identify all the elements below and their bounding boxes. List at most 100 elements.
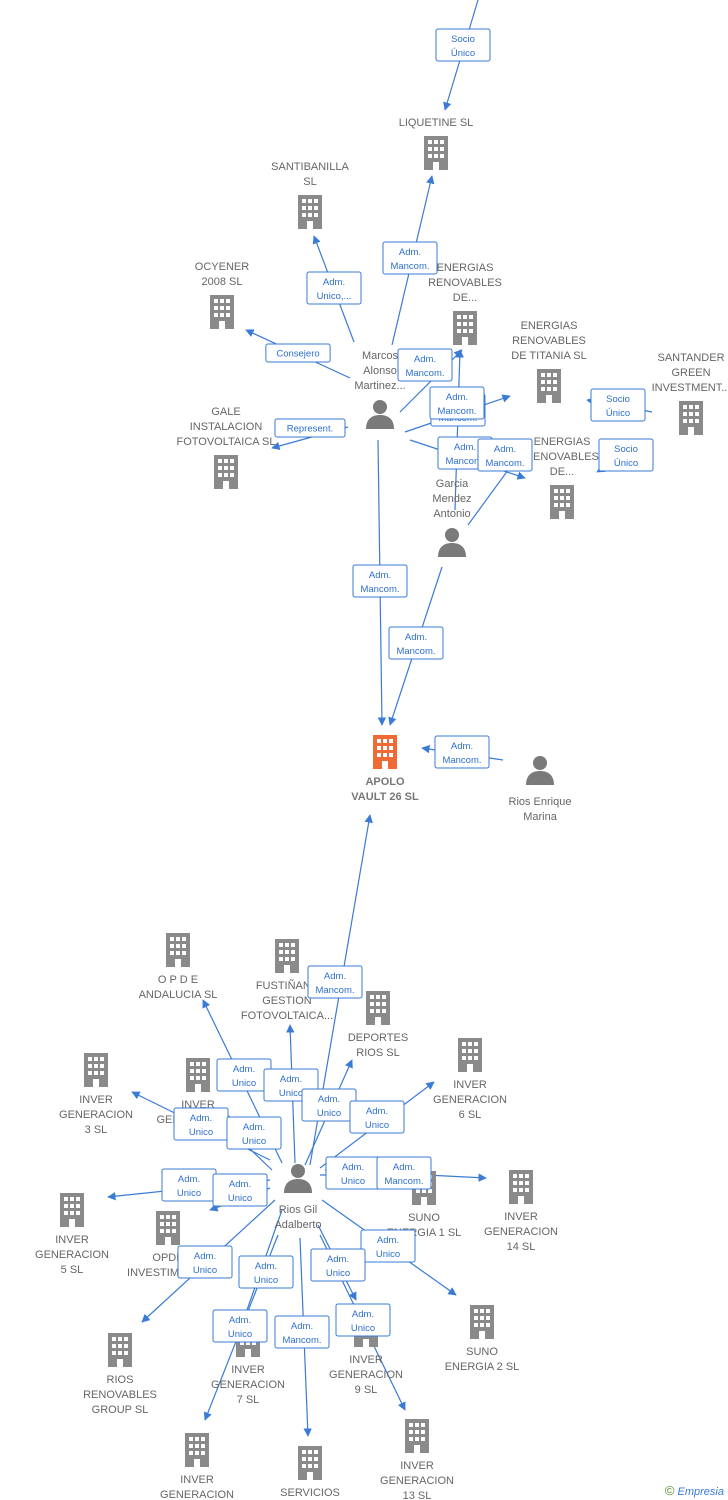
relation-text: Consejero bbox=[276, 349, 319, 360]
relation-text: Adm. bbox=[190, 1113, 212, 1124]
building-icon bbox=[470, 1305, 494, 1339]
relation-text: Adm. bbox=[318, 1094, 340, 1105]
relation-label[interactable]: Adm.Unico bbox=[310, 1248, 366, 1282]
relation-label[interactable]: Adm.Mancom. bbox=[388, 626, 444, 660]
node-label: SERVICIOS bbox=[280, 1487, 340, 1499]
relation-label[interactable]: Adm.Mancom. bbox=[429, 386, 485, 420]
relation-label[interactable]: Consejero bbox=[265, 343, 331, 363]
relation-label[interactable]: Represent. bbox=[274, 418, 346, 438]
relation-label[interactable]: Adm.Mancom. bbox=[307, 965, 363, 999]
building-icon bbox=[275, 939, 299, 973]
relation-label[interactable]: Adm.Unico bbox=[216, 1058, 272, 1092]
relation-box bbox=[349, 1100, 405, 1134]
relation-box bbox=[212, 1309, 268, 1343]
relation-label[interactable]: Adm.Mancom. bbox=[274, 1315, 330, 1349]
relation-text: Unico,... bbox=[317, 291, 352, 302]
node-label: VAULT 26 SL bbox=[351, 791, 419, 803]
relation-label[interactable]: Adm.Unico bbox=[212, 1309, 268, 1343]
node-label: GREEN bbox=[671, 367, 710, 379]
node-energias-de2[interactable]: ENERGIASRENOVABLESDE... bbox=[525, 436, 599, 519]
node-energias-de[interactable]: ENERGIASRENOVABLESDE... bbox=[428, 262, 502, 345]
node-label: GENERACION bbox=[380, 1475, 454, 1487]
node-apolo[interactable]: APOLO VAULT 26 SL bbox=[351, 735, 419, 803]
relation-text: Socio bbox=[451, 34, 475, 45]
node-label: 2008 SL bbox=[202, 276, 243, 288]
relation-text: Socio bbox=[614, 444, 638, 455]
building-icon bbox=[458, 1038, 482, 1072]
footer-brand: © Empresia bbox=[665, 1483, 724, 1498]
node-marcos[interactable]: MarcosAlonsoMartinez... bbox=[354, 350, 406, 429]
relation-text: Adm. bbox=[454, 442, 476, 453]
node-label: GENERACION bbox=[160, 1489, 234, 1500]
node-label: DE... bbox=[453, 292, 477, 304]
building-icon bbox=[84, 1053, 108, 1087]
relation-label[interactable]: Adm.Unico bbox=[349, 1100, 405, 1134]
relation-edge bbox=[454, 349, 464, 511]
node-label: RIOS SL bbox=[356, 1047, 399, 1059]
node-label: ENERGIAS bbox=[437, 262, 494, 274]
node-label: 5 SL bbox=[61, 1264, 84, 1276]
relation-label[interactable]: Adm.Unico bbox=[173, 1107, 229, 1141]
relation-text: Único bbox=[614, 458, 638, 469]
relation-text: Mancom. bbox=[445, 456, 484, 467]
relation-label[interactable]: Adm.Mancom. bbox=[397, 348, 453, 382]
relation-text: Unico bbox=[279, 1088, 303, 1099]
relation-label[interactable]: Adm.Unico bbox=[360, 1229, 416, 1263]
node-liquetine[interactable]: LIQUETINE SL bbox=[399, 117, 474, 170]
node-label: Antonio bbox=[433, 508, 470, 520]
relation-label[interactable]: Adm.Unico bbox=[301, 1088, 357, 1122]
relation-label[interactable]: Adm.Unico bbox=[238, 1255, 294, 1289]
relation-label[interactable]: Adm.Unico bbox=[212, 1173, 268, 1207]
building-icon bbox=[298, 1446, 322, 1480]
relation-text: Unico bbox=[177, 1188, 201, 1199]
relation-label[interactable]: Adm.Mancom. bbox=[376, 1156, 432, 1190]
node-label: GALE bbox=[211, 406, 240, 418]
relation-text: Unico bbox=[351, 1323, 375, 1334]
building-icon bbox=[405, 1419, 429, 1453]
node-label: APOLO bbox=[365, 776, 405, 788]
relation-label[interactable]: Adm.Unico,... bbox=[306, 271, 362, 305]
relation-text: Unico bbox=[193, 1265, 217, 1276]
relation-label[interactable]: Adm.Unico bbox=[325, 1156, 381, 1190]
relation-text: Adm. bbox=[405, 632, 427, 643]
relation-label[interactable]: Adm.Unico bbox=[161, 1168, 217, 1202]
relation-text: Mancom. bbox=[315, 985, 354, 996]
relation-label[interactable]: Adm.Mancom. bbox=[434, 735, 490, 769]
relation-box bbox=[274, 1315, 330, 1349]
relation-label[interactable]: Adm.Unico bbox=[335, 1303, 391, 1337]
relation-label[interactable]: Adm.Unico bbox=[226, 1116, 282, 1150]
relation-label[interactable]: Adm.Mancom. bbox=[382, 241, 438, 275]
node-label: 9 SL bbox=[355, 1384, 378, 1396]
node-label: INVER bbox=[55, 1234, 89, 1246]
node-santander[interactable]: SANTANDERGREENINVESTMENT... bbox=[652, 352, 728, 435]
relation-label[interactable]: Adm.Mancom. bbox=[352, 564, 408, 598]
building-icon bbox=[509, 1170, 533, 1204]
node-fustinan[interactable]: FUSTIÑANAGESTIONFOTOVOLTAICA... bbox=[241, 939, 333, 1022]
building-icon bbox=[537, 369, 561, 403]
relation-label[interactable]: Adm.Mancom. bbox=[477, 438, 533, 472]
node-servicios[interactable]: SERVICIOS bbox=[280, 1446, 340, 1499]
relation-label[interactable]: Adm.Unico bbox=[177, 1245, 233, 1279]
